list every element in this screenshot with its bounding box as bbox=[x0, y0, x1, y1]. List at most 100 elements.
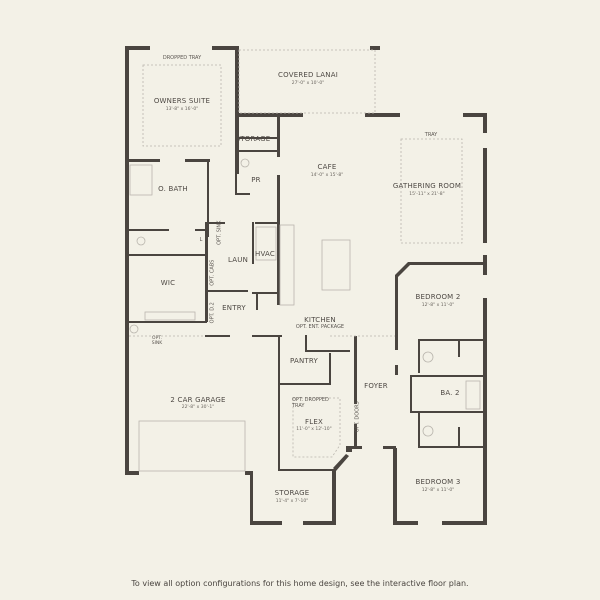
bathtub bbox=[465, 380, 481, 410]
wall bbox=[458, 427, 460, 447]
walls bbox=[125, 46, 487, 525]
wall bbox=[278, 469, 336, 471]
tray-ceiling-owners bbox=[142, 64, 222, 147]
garage-dims: 22'-8" x 30'-1" bbox=[181, 405, 215, 410]
bedroom-2-label: BEDROOM 2 bbox=[415, 293, 461, 301]
covered-lanai-label: COVERED LANAI bbox=[278, 71, 338, 79]
dashed-outlines bbox=[129, 49, 463, 458]
wall bbox=[129, 254, 207, 256]
wic-label: WIC bbox=[160, 279, 176, 287]
garage-sink bbox=[129, 324, 139, 334]
toilet bbox=[240, 158, 250, 168]
wall bbox=[395, 365, 398, 375]
flex-label: FLEX bbox=[305, 418, 323, 426]
wall bbox=[305, 350, 350, 352]
garage-door bbox=[138, 420, 246, 472]
wall bbox=[129, 321, 207, 323]
opt-sink-laun-label: OPT. SINK bbox=[216, 220, 223, 245]
kitchen-island bbox=[321, 239, 351, 291]
hvac-unit bbox=[255, 226, 277, 261]
kitchen-note: OPT. ENT. PACKAGE bbox=[295, 324, 345, 330]
wall bbox=[205, 222, 208, 322]
bedroom-3-label: BEDROOM 3 bbox=[415, 478, 461, 486]
kitchen-label: KITCHEN bbox=[304, 316, 336, 324]
wall bbox=[393, 521, 418, 525]
wall bbox=[418, 339, 420, 373]
wall bbox=[250, 521, 282, 525]
wall bbox=[418, 446, 485, 448]
lanai-outline bbox=[238, 49, 376, 114]
bedroom-3-dims: 12'-8" x 11'-0" bbox=[421, 488, 455, 493]
flex-note: OPT. DROPPED TRAY bbox=[292, 397, 329, 409]
gathering-room-dims: 15'-11" x 21'-8" bbox=[409, 192, 445, 197]
wall bbox=[252, 292, 278, 294]
wall bbox=[410, 375, 412, 413]
wall bbox=[365, 113, 400, 117]
owners-suite-label: OWNERS SUITE bbox=[153, 97, 211, 105]
tray-ceiling-gathering bbox=[400, 138, 463, 244]
opt-cabs-label: OPT. CABS bbox=[209, 259, 216, 286]
wall bbox=[129, 229, 169, 231]
wall bbox=[212, 46, 238, 50]
wall bbox=[278, 335, 280, 471]
wall bbox=[255, 222, 280, 224]
garage-label: 2 CAR GARAGE bbox=[170, 396, 226, 404]
wall bbox=[333, 454, 349, 471]
flex-dims: 11'-0" x 12'-10" bbox=[296, 427, 332, 432]
wall bbox=[418, 411, 420, 447]
wall bbox=[235, 46, 239, 174]
wall bbox=[252, 222, 254, 264]
wall bbox=[383, 446, 396, 449]
wall bbox=[235, 150, 237, 195]
dropped-tray-flex bbox=[292, 397, 341, 458]
wall bbox=[205, 222, 225, 224]
wall bbox=[195, 229, 209, 231]
covered-lanai-dims: 27'-0" x 10'-0" bbox=[291, 81, 325, 86]
pr-label: PR bbox=[251, 176, 261, 184]
wall bbox=[278, 383, 331, 385]
hvac-label: HVAC bbox=[255, 250, 275, 258]
opt-d2-label: OPT. D.2 bbox=[209, 302, 216, 324]
wall bbox=[458, 339, 460, 357]
opt-sink-garage-label: OPT. SINK bbox=[151, 336, 163, 346]
wall bbox=[346, 446, 352, 452]
wall bbox=[483, 148, 487, 243]
wall bbox=[410, 375, 485, 377]
l-label: L bbox=[199, 237, 203, 243]
laun-label: LAUN bbox=[227, 256, 249, 264]
wall bbox=[463, 113, 487, 117]
pantry-label: PANTRY bbox=[290, 357, 318, 365]
wall bbox=[303, 521, 336, 525]
wall bbox=[208, 290, 248, 292]
wall bbox=[483, 113, 487, 133]
wall bbox=[395, 262, 410, 277]
wall bbox=[235, 113, 303, 117]
wall bbox=[205, 335, 230, 337]
wall bbox=[125, 46, 150, 50]
wall bbox=[256, 292, 258, 310]
wall bbox=[395, 275, 398, 350]
entry-label: ENTRY bbox=[222, 304, 246, 312]
storage-bottom-dims: 11'-4" x 7'-10" bbox=[275, 499, 309, 504]
wall bbox=[207, 159, 209, 237]
interactive-floor-plan-note: To view all option configurations for th… bbox=[131, 579, 469, 588]
wall bbox=[235, 193, 250, 195]
opt-doors-label: OPT. DOORS bbox=[354, 401, 361, 433]
foyer-label: FOYER bbox=[364, 382, 388, 390]
storage-bottom-label: STORAGE bbox=[274, 489, 310, 497]
wall bbox=[185, 159, 210, 162]
wall bbox=[410, 411, 485, 413]
bedroom-2-dims: 12'-8" x 11'-0" bbox=[421, 303, 455, 308]
sink bbox=[422, 351, 434, 363]
shower bbox=[129, 164, 153, 196]
wall bbox=[277, 117, 280, 157]
wall bbox=[277, 175, 280, 305]
sink bbox=[422, 425, 434, 437]
wall bbox=[408, 262, 487, 265]
wall bbox=[354, 336, 357, 404]
wall bbox=[245, 471, 253, 475]
wall bbox=[354, 424, 357, 448]
toilet bbox=[136, 236, 146, 246]
gathering-room-note: TRAY bbox=[424, 132, 438, 138]
